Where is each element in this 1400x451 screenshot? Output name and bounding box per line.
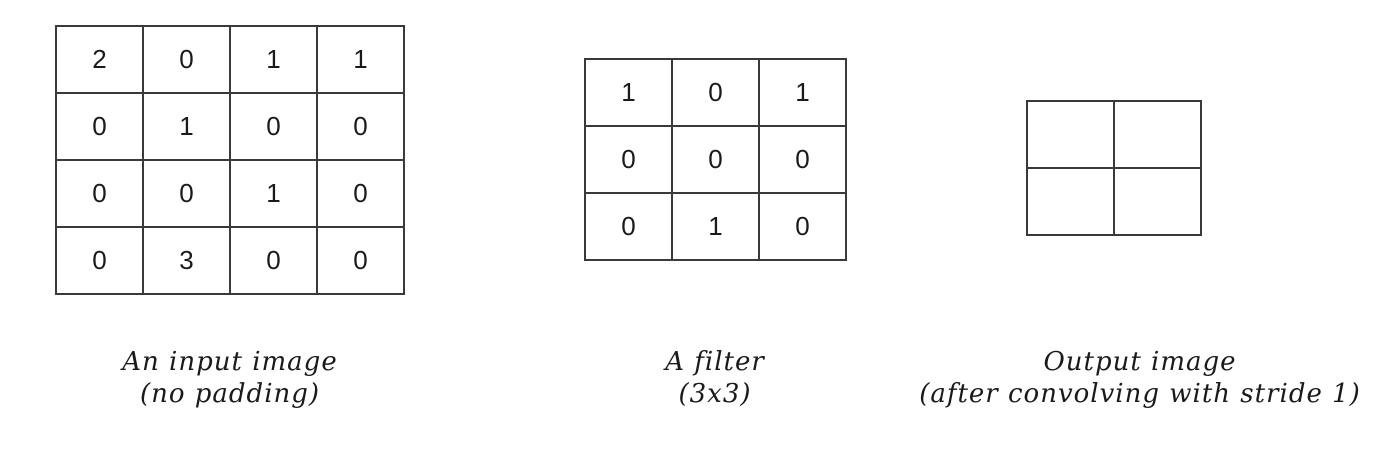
input-cell: 3 [142,226,231,295]
filter-cell: 0 [758,125,847,194]
input-cell: 0 [229,226,318,295]
input-row: 2 0 1 1 [55,25,405,94]
filter-cell: 1 [758,58,847,127]
output-image-caption: Output image (after convolving with stri… [915,346,1365,410]
input-cell: 0 [55,226,144,295]
input-image-grid-body: 2 0 1 1 0 1 0 0 0 0 1 0 0 3 0 0 [55,25,405,295]
output-cell [1026,100,1115,169]
input-image-caption: An input image (no padding) [80,346,380,410]
output-image-grid [1026,100,1202,236]
output-cell [1026,167,1115,236]
input-cell: 0 [55,92,144,161]
filter-grid: 1 0 1 0 0 0 0 1 0 [584,58,847,261]
filter-cell: 0 [584,192,673,261]
output-row [1026,167,1202,236]
input-caption-line2: (no padding) [139,379,321,409]
filter-grid-body: 1 0 1 0 0 0 0 1 0 [584,58,847,261]
input-cell: 1 [142,92,231,161]
input-cell: 0 [55,159,144,228]
input-cell: 2 [55,25,144,94]
filter-cell: 0 [671,125,760,194]
filter-cell: 0 [584,125,673,194]
input-caption-line1: An input image [122,347,338,377]
input-cell: 1 [229,25,318,94]
input-cell: 0 [316,159,405,228]
input-cell: 1 [229,159,318,228]
input-row: 0 3 0 0 [55,226,405,295]
input-row: 0 1 0 0 [55,92,405,161]
input-cell: 0 [142,25,231,94]
filter-cell: 1 [671,192,760,261]
filter-cell: 0 [758,192,847,261]
output-cell [1113,167,1202,236]
output-cell [1113,100,1202,169]
filter-row: 0 1 0 [584,192,847,261]
input-cell: 1 [316,25,405,94]
input-image-grid: 2 0 1 1 0 1 0 0 0 0 1 0 0 3 0 0 [55,25,405,295]
filter-caption-line2: (3x3) [678,379,752,409]
input-row: 0 0 1 0 [55,159,405,228]
filter-cell: 1 [584,58,673,127]
output-caption-line2: (after convolving with stride 1) [919,379,1361,409]
filter-caption: A filter (3x3) [600,346,830,410]
input-cell: 0 [316,226,405,295]
filter-row: 0 0 0 [584,125,847,194]
output-row [1026,100,1202,169]
filter-cell: 0 [671,58,760,127]
input-cell: 0 [142,159,231,228]
output-caption-line1: Output image [1043,347,1237,377]
filter-row: 1 0 1 [584,58,847,127]
input-cell: 0 [229,92,318,161]
input-cell: 0 [316,92,405,161]
filter-caption-line1: A filter [665,347,765,377]
output-image-grid-body [1026,100,1202,236]
